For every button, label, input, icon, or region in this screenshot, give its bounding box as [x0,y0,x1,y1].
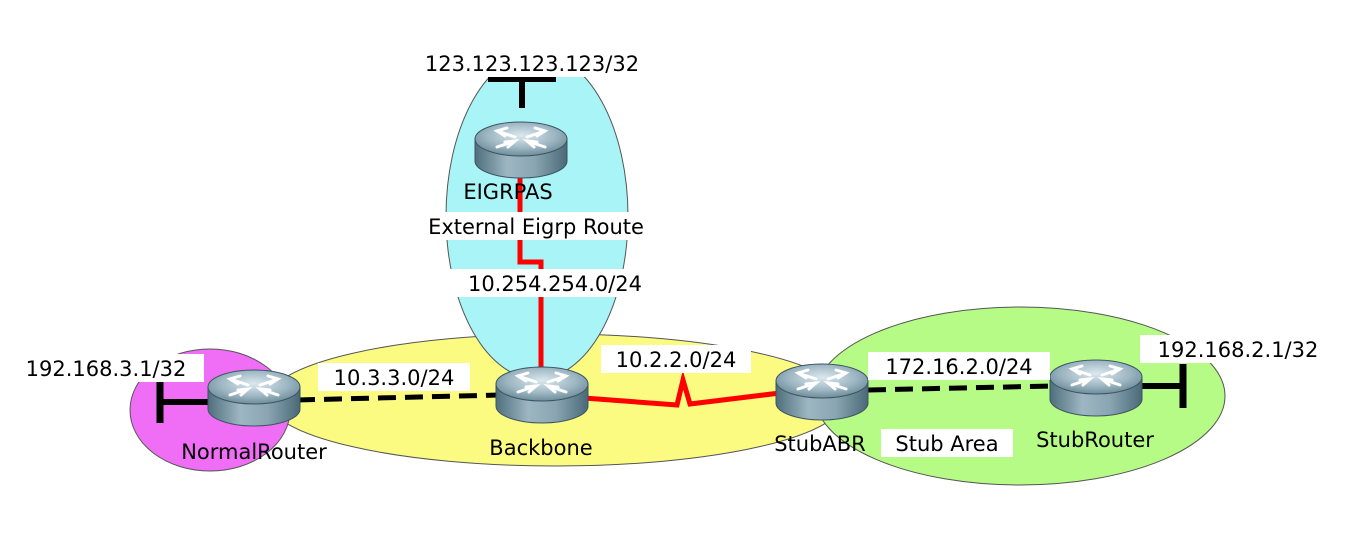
svg-text:172.16.2.0/24: 172.16.2.0/24 [885,355,1032,379]
svg-text:10.3.3.0/24: 10.3.3.0/24 [334,366,455,390]
router-name-backbone: Backbone [489,436,592,460]
label-stub-area: Stub Area [881,429,1013,457]
svg-text:Stub Area: Stub Area [895,432,998,456]
svg-text:10.254.254.0/24: 10.254.254.0/24 [468,272,642,296]
label-loopback-normal: 192.168.3.1/32 [8,354,204,382]
label-net-backbone-abr: 10.2.2.0/24 [601,345,751,373]
label-external-route: External Eigrp Route [407,212,665,240]
router-icon[interactable] [206,368,302,428]
svg-text:192.168.2.1/32: 192.168.2.1/32 [1158,338,1319,362]
label-loopback-eigrp: 123.123.123.123/32 [405,49,659,77]
link-normal-backbone [296,392,501,403]
loopback-terminator-icon [488,76,556,108]
svg-text:123.123.123.123/32: 123.123.123.123/32 [425,52,639,76]
link-backbone-stubabr [583,370,781,408]
label-net-abr-stub: 172.16.2.0/24 [868,352,1050,380]
router-name-normal: NormalRouter [181,440,327,464]
router-icon[interactable] [494,365,590,425]
label-net-normal-backbone: 10.3.3.0/24 [318,363,470,391]
svg-text:10.2.2.0/24: 10.2.2.0/24 [616,348,737,372]
svg-text:External Eigrp Route: External Eigrp Route [428,215,644,239]
svg-text:192.168.3.1/32: 192.168.3.1/32 [26,357,187,381]
loopback-terminator-icon [1140,364,1187,408]
router-name-stubabr: StubABR [774,432,866,456]
link-stubabr-stub [867,383,1053,393]
router-icon[interactable] [473,120,569,180]
router-name-stub: StubRouter [1036,428,1154,452]
area-stub [814,306,1226,486]
label-net-eigrp-backbone: 10.254.254.0/24 [450,269,660,297]
loopback-terminator-icon [156,381,210,423]
router-name-eigrpas: EIGRPAS [463,180,552,204]
router-icon[interactable] [1048,358,1144,418]
label-loopback-stub: 192.168.2.1/32 [1140,335,1336,363]
router-icon[interactable] [774,362,870,422]
